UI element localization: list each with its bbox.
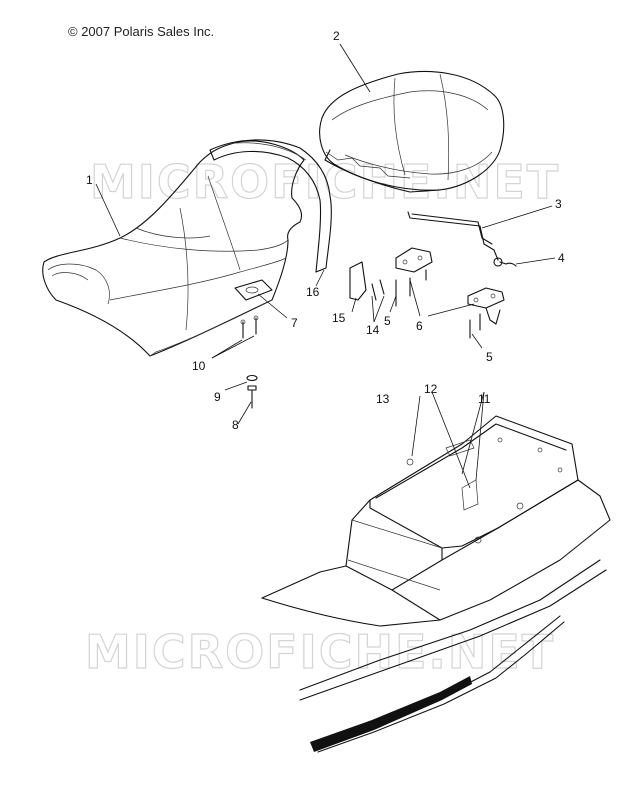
callout-labels: 1 2 3 4 5 5 6 7 8 9 10 11 12 13 14 15 16 (86, 29, 565, 432)
callout-6: 6 (416, 319, 423, 333)
chassis-tunnel (261, 415, 611, 753)
rear-seat-cushion (319, 70, 505, 193)
callout-3: 3 (555, 197, 562, 211)
seat-cover-strap (209, 139, 332, 273)
callout-5a: 5 (384, 314, 391, 328)
bolt-and-washer (246, 374, 258, 409)
callout-2: 2 (333, 29, 340, 43)
watermark-top: MICROFICHE.NET (90, 155, 560, 209)
leader-lines (95, 43, 556, 489)
seat-bracket-bar (407, 211, 517, 267)
hinge-bracket-upper (395, 247, 433, 307)
callout-12: 12 (424, 382, 438, 396)
copyright-text: © 2007 Polaris Sales Inc. (68, 24, 215, 39)
callout-16: 16 (306, 285, 320, 299)
callout-15: 15 (332, 311, 346, 325)
callout-4: 4 (558, 251, 565, 265)
callout-8: 8 (232, 418, 239, 432)
main-seat (42, 140, 305, 357)
hinge-bracket-lower (467, 287, 505, 339)
callout-13: 13 (376, 392, 390, 406)
callout-14: 14 (366, 323, 380, 337)
callout-5b: 5 (486, 350, 493, 364)
callout-7: 7 (291, 316, 298, 330)
watermark-bottom: MICROFICHE.NET (85, 625, 555, 679)
seat-clip-and-pins (349, 261, 385, 301)
callout-9: 9 (214, 390, 221, 404)
callout-11: 11 (478, 392, 491, 406)
callout-10: 10 (192, 359, 206, 373)
callout-1: 1 (86, 173, 93, 187)
